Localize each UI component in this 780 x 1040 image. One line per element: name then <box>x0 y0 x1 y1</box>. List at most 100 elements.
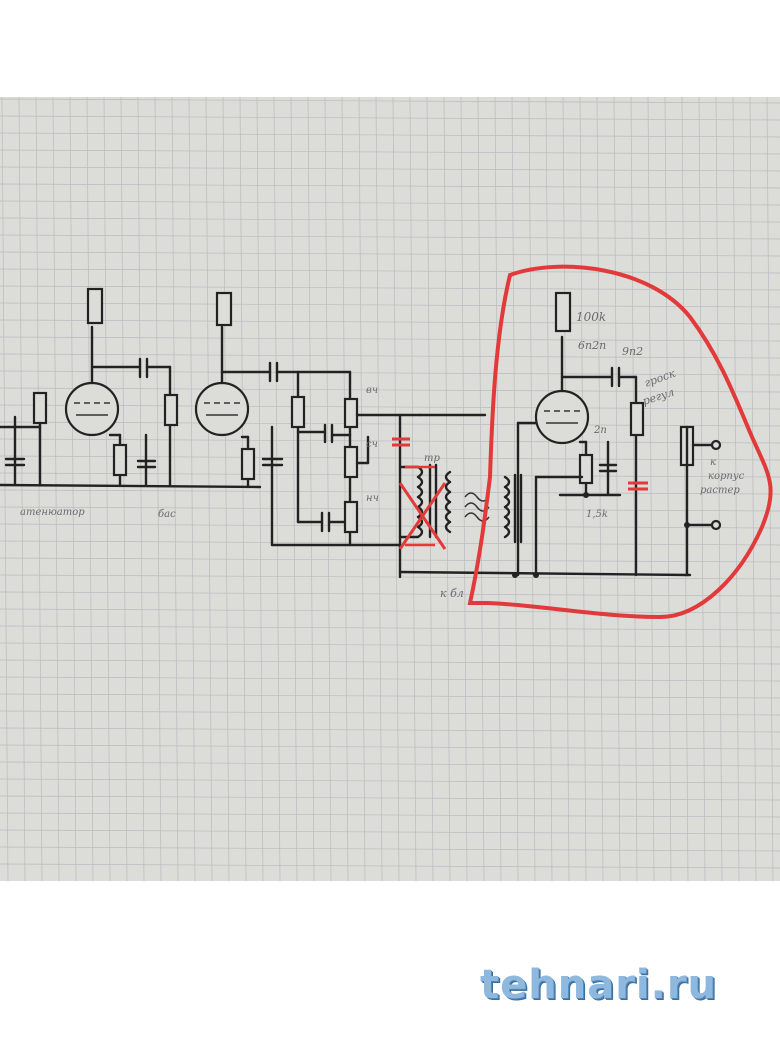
grid-line <box>0 132 780 138</box>
label-100k: 100k <box>576 310 606 324</box>
red-highlight <box>392 264 773 620</box>
label-bch: вч <box>366 385 378 396</box>
label-nch: нч <box>366 493 379 504</box>
grid-line <box>52 97 60 881</box>
grid-line <box>664 97 672 881</box>
grid-line <box>0 319 780 325</box>
grid-line <box>0 234 780 240</box>
grid-line <box>239 97 247 881</box>
grid-line <box>0 540 780 546</box>
grid-line <box>0 285 780 291</box>
grid-line <box>562 97 570 881</box>
label-9n2: 9n2 <box>622 345 643 358</box>
grid-line <box>222 97 230 881</box>
grid-line <box>1 97 9 881</box>
label-raster: растер <box>700 485 740 496</box>
output-stage <box>418 291 722 578</box>
grid-line <box>120 97 128 881</box>
watermark-text: tehnari.ru <box>480 962 718 1008</box>
label-sch: сч <box>366 439 378 450</box>
grid-line <box>528 97 536 881</box>
label-6n2n: 6n2n <box>578 339 606 352</box>
grid-line <box>0 166 780 172</box>
vacuum-tube-3 <box>534 389 590 445</box>
label-tr: тр <box>424 453 440 464</box>
grid-line <box>715 97 723 881</box>
grid-line <box>0 693 780 699</box>
volume-potentiometer-3 <box>629 401 645 437</box>
watermark-logo: tehnari.ru <box>480 962 750 1022</box>
mid-potentiometer <box>343 445 359 479</box>
vacuum-tube-2 <box>194 381 250 437</box>
grid-line <box>0 574 780 580</box>
grid-line <box>0 302 780 308</box>
grid-line <box>392 97 400 881</box>
grid-line <box>188 97 196 881</box>
grid-line <box>0 98 780 104</box>
schematic-photo: 100k 6n2n 9n2 гроск регул к корпус расте… <box>0 97 780 881</box>
grid-line <box>0 200 780 206</box>
grid-line <box>18 97 26 881</box>
anode-resistor-3 <box>554 291 572 333</box>
tube-stage-2 <box>194 291 402 547</box>
grid-line <box>0 183 780 189</box>
cathode-resistor-2 <box>240 447 256 481</box>
grid-line <box>86 97 94 881</box>
cathode-resistor-3 <box>578 453 594 485</box>
grid-line <box>0 455 780 461</box>
grid-line <box>460 97 468 881</box>
grid-line <box>0 761 780 767</box>
grid-line <box>0 438 780 444</box>
grid-line <box>0 370 780 376</box>
anode-resistor-1 <box>86 287 104 325</box>
grid-line <box>0 778 780 784</box>
grid-line <box>0 727 780 733</box>
grid-line <box>0 523 780 529</box>
output-terminal-2 <box>710 519 722 531</box>
grid-line <box>273 97 281 881</box>
grid-line <box>0 115 780 121</box>
grid-line <box>0 591 780 597</box>
grid-line <box>579 97 587 881</box>
grid-line <box>290 97 298 881</box>
tone-network <box>290 370 422 579</box>
grid-line <box>0 846 780 852</box>
grid-line <box>137 97 145 881</box>
grid-line <box>324 97 332 881</box>
circuit-schematic: 100k 6n2n 9n2 гроск регул к корпус расте… <box>0 97 780 881</box>
grid-line <box>647 97 655 881</box>
grid-line <box>0 625 780 631</box>
grid-line <box>0 642 780 648</box>
grid-line <box>307 97 315 881</box>
grid-line <box>0 251 780 257</box>
grid-line <box>0 421 780 427</box>
grid-line <box>0 659 780 665</box>
grid-line <box>0 404 780 410</box>
output-terminal-1 <box>710 439 722 451</box>
label-attenuator: атенюатор <box>20 507 85 518</box>
grid-line <box>256 97 264 881</box>
grid-line <box>681 97 689 881</box>
grid-line <box>613 97 621 881</box>
label-grosk: гроск <box>643 367 678 390</box>
grid-line <box>69 97 77 881</box>
grid-line <box>698 97 706 881</box>
label-2n: 2n <box>593 425 607 436</box>
label-bottom: к бл <box>440 587 464 600</box>
grid-line <box>732 97 740 881</box>
bass-potentiometer <box>343 500 359 534</box>
graph-paper-grid <box>0 97 780 881</box>
cathode-resistor-1 <box>112 443 128 477</box>
red-circle-outline <box>467 264 773 620</box>
grid-line <box>0 217 780 223</box>
anode-resistor-2 <box>215 291 233 327</box>
grid-line <box>0 557 780 563</box>
grid-line <box>35 97 43 881</box>
tube-stage-1 <box>0 287 262 489</box>
grid-line <box>375 97 383 881</box>
grid-line <box>0 489 780 495</box>
tone-resistor-1 <box>290 395 306 429</box>
grid-line <box>0 812 780 818</box>
grid-line <box>341 97 349 881</box>
grid-line <box>0 710 780 716</box>
